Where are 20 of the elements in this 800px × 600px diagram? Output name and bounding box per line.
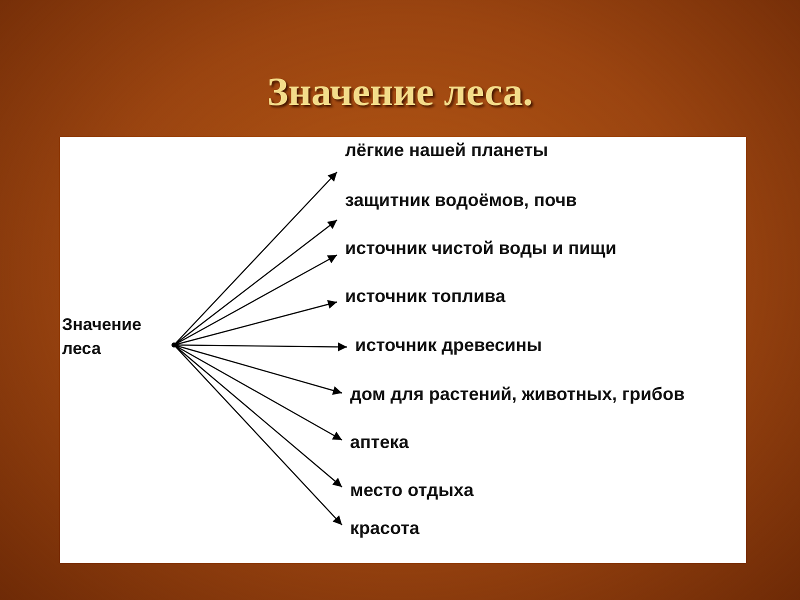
arrow — [174, 342, 347, 352]
arrow — [174, 344, 342, 395]
value-label: источник древесины — [355, 335, 542, 356]
value-label: аптека — [350, 432, 409, 453]
value-label: дом для растений, животных, грибов — [350, 384, 685, 405]
value-label: защитник водоёмов, почв — [345, 190, 577, 211]
value-label: источник чистой воды и пищи — [345, 238, 616, 259]
arrow — [174, 172, 338, 346]
value-label: лёгкие нашей планеты — [345, 140, 548, 161]
value-label: красота — [350, 518, 420, 539]
arrow — [174, 344, 342, 441]
arrow — [174, 254, 338, 346]
arrow — [174, 220, 338, 346]
slide-title: Значение леса. — [266, 68, 534, 115]
arrow — [174, 300, 338, 346]
source-label: Значение леса — [62, 314, 142, 360]
arrow — [174, 344, 342, 526]
arrow — [174, 344, 342, 488]
value-label: источник топлива — [345, 286, 506, 307]
value-label: место отдыха — [350, 480, 474, 501]
